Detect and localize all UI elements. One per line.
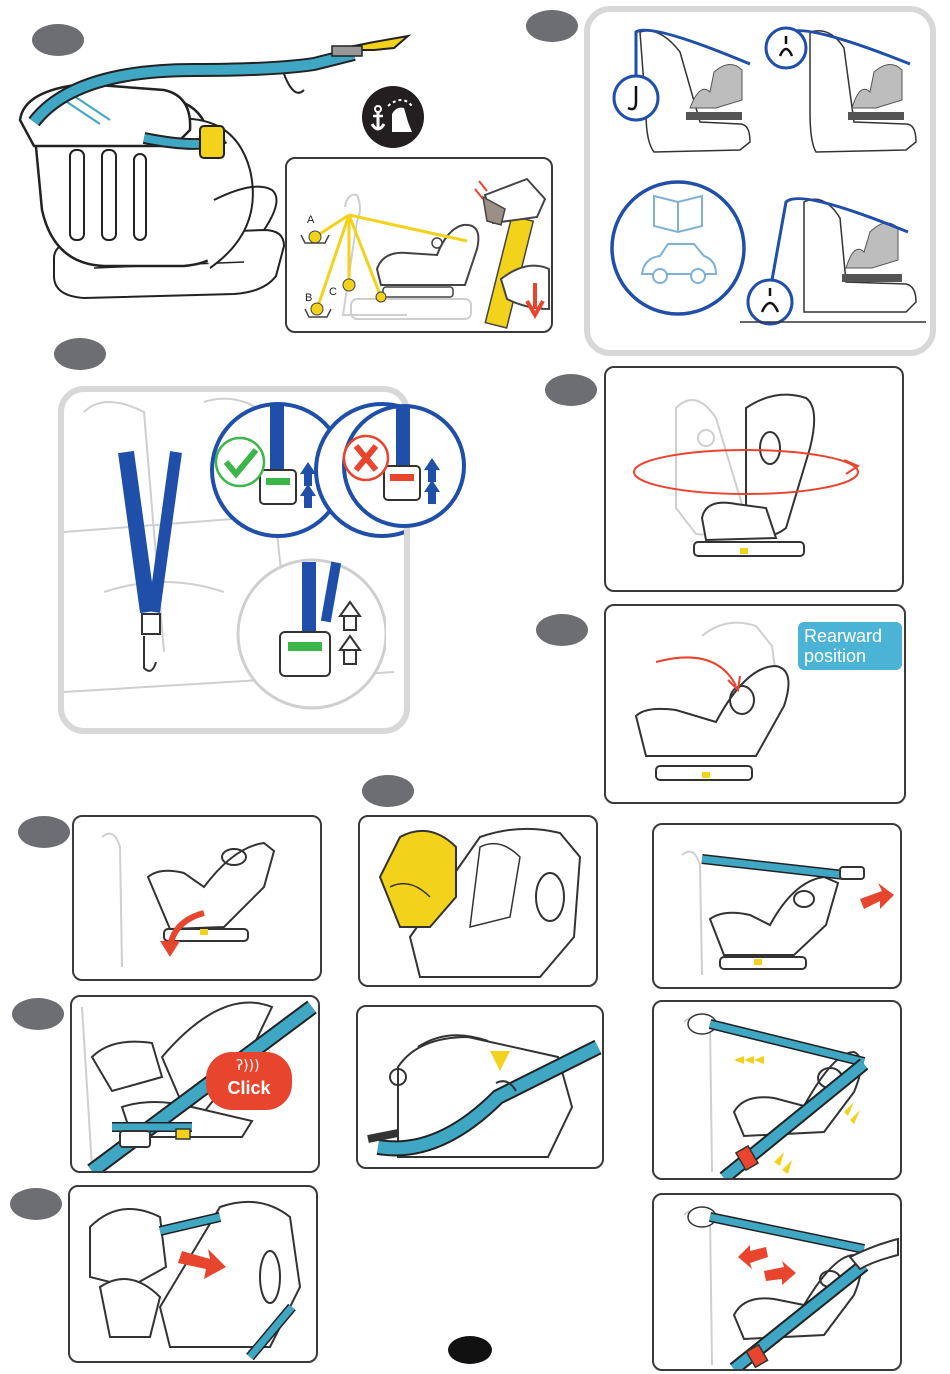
step-badge-4 — [545, 374, 597, 406]
belt-pull-panel — [652, 823, 902, 989]
belt-guide-panel — [356, 1005, 604, 1169]
anchor-points-panel: A B C — [285, 157, 553, 333]
isofix-latch-zoom — [236, 556, 386, 712]
step-badge-6 — [362, 775, 414, 807]
sound-icon: ʔ))) — [236, 1058, 260, 1074]
step-badge-9 — [12, 998, 64, 1030]
step-badge-2 — [526, 10, 578, 42]
anchor-label-c: C — [329, 286, 337, 298]
insert-panel — [358, 815, 598, 987]
anchor-label-b: B — [305, 292, 312, 304]
rearward-position-label: Rearward position — [798, 622, 902, 670]
isofix-wrong-illustration — [340, 402, 470, 532]
step-badge-5 — [536, 614, 588, 646]
click-label: Click — [227, 1078, 270, 1098]
step-badge-7 — [18, 816, 70, 848]
remove-cushion-panel — [68, 1185, 318, 1363]
rotation-panel — [604, 366, 904, 592]
tether-routing-panel — [584, 6, 936, 356]
step-badge-12 — [10, 1188, 62, 1220]
adjust-belt-panel — [652, 1193, 902, 1371]
anchor-label-a: A — [307, 214, 315, 226]
page-number-badge — [448, 1336, 492, 1364]
tighten-belt-panel — [652, 1000, 902, 1180]
step-badge-3 — [54, 338, 106, 370]
anchor-icon — [362, 86, 424, 148]
rotate-lever-panel — [72, 815, 322, 981]
